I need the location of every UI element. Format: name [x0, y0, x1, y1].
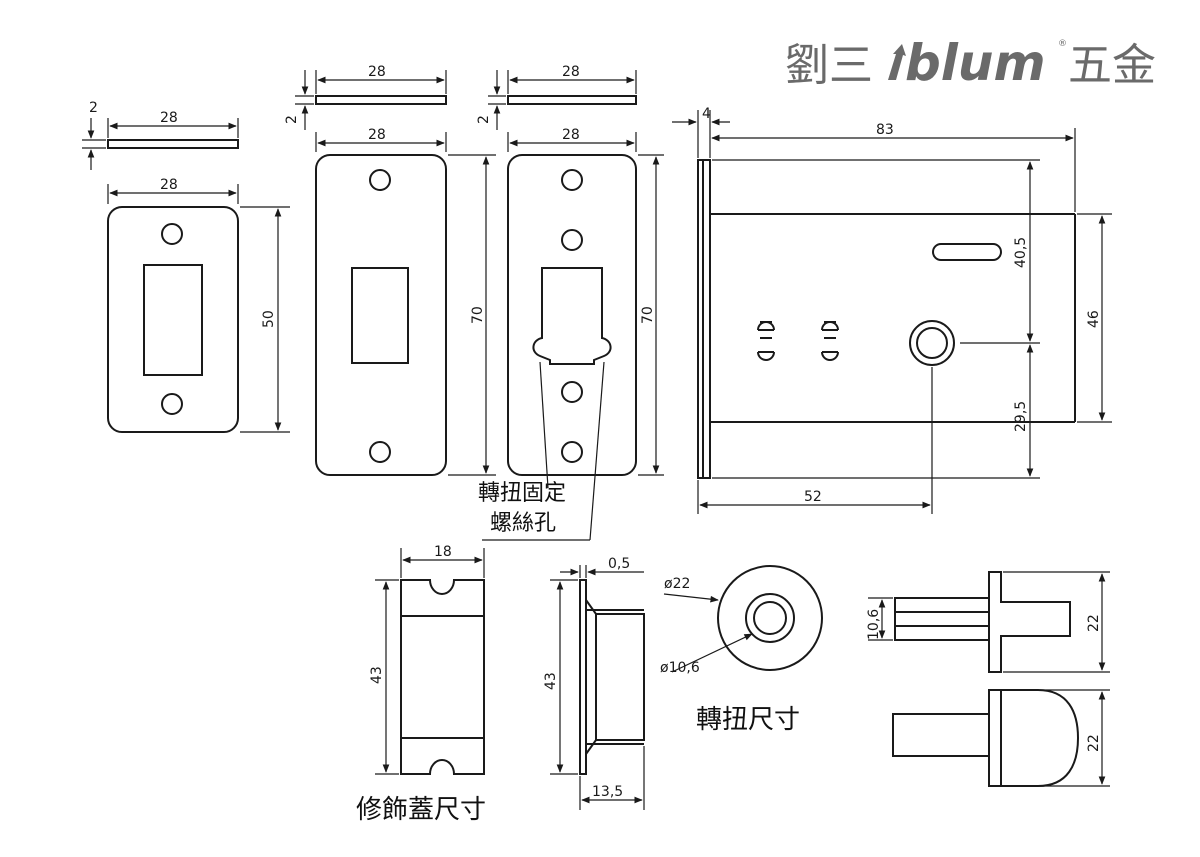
- knob-outer-diameter: ø22: [664, 576, 690, 592]
- plate-right-thickness: 2: [476, 115, 492, 124]
- cover-front: 18 43: [369, 544, 485, 775]
- plate-mid-height: 70: [470, 306, 486, 324]
- brand-logo-text: blum: [905, 34, 1046, 92]
- knob-title: 轉扭尺寸: [696, 705, 800, 735]
- latch-opening: [351, 267, 409, 364]
- rivet-hole: [757, 351, 775, 361]
- plate-right-front: [507, 154, 637, 476]
- knob-side-top: 22 10,6: [866, 571, 1110, 673]
- screw-hole: [561, 169, 583, 191]
- cover-side-flange-dim: 0,5: [608, 556, 630, 572]
- turn-screw-label-line2: 螺絲孔: [490, 511, 556, 536]
- knob-shaft: [894, 597, 990, 641]
- plate-small-edge-view: [107, 139, 239, 149]
- screw-hole: [561, 229, 583, 251]
- knob-shaft-dim: 10,6: [866, 609, 882, 640]
- plate-mid-edge-view: [315, 95, 447, 105]
- cover-front-width: 18: [434, 544, 452, 560]
- knob-front: ø22 ø10,6: [660, 565, 823, 676]
- spindle-hole-inner: [916, 327, 948, 359]
- lock-dim-bottom: 29,5: [1013, 401, 1029, 432]
- rivet-detail: [824, 321, 836, 339]
- plate-mid-width: 28: [368, 127, 386, 143]
- cover-side-flange: [579, 579, 587, 775]
- cover-side: 0,5 43 13,5: [543, 556, 645, 810]
- screw-hole: [369, 441, 391, 463]
- plate-small-thickness: 2: [89, 100, 98, 116]
- cover-side-height: 43: [543, 672, 559, 690]
- screw-hole: [561, 441, 583, 463]
- plate-mid: 28 2 28 70: [284, 64, 496, 476]
- plate-small-width: 28: [160, 177, 178, 193]
- knob-handle-top: [988, 689, 1080, 787]
- plate-mid-edge-width: 28: [368, 64, 386, 80]
- knob-inner-diameter: ø10,6: [660, 660, 700, 676]
- knob-handle-side: [988, 571, 1071, 673]
- lock-dim-plate: 4: [702, 106, 711, 122]
- knob-top-height: 22: [1086, 734, 1102, 752]
- brand-arrow-icon: [888, 44, 906, 80]
- rivet-hole: [821, 351, 839, 361]
- plate-small-edge-width: 28: [160, 110, 178, 126]
- plate-right: 28 2 28 70: [476, 64, 664, 541]
- cover-front-window: [400, 615, 485, 739]
- rivet-hole: [821, 321, 839, 331]
- plate-small: 28 2 28 50: [82, 100, 290, 433]
- cover-front-height: 43: [369, 666, 385, 684]
- rivet-detail: [760, 321, 772, 339]
- lock-dim-top: 40,5: [1013, 237, 1029, 268]
- rivet-hole: [757, 321, 775, 331]
- knob-shaft-bottom: [892, 713, 990, 757]
- screw-hole: [161, 223, 183, 245]
- plate-small-height: 50: [261, 310, 277, 328]
- lock-dim-height: 46: [1086, 310, 1102, 328]
- brand-right-text: 五金: [1068, 40, 1156, 91]
- latch-opening: [143, 264, 203, 376]
- latch-bolt-outline: [532, 267, 612, 365]
- brand-logo: 劉三 blum ® 五金: [785, 34, 1156, 92]
- lock-body: 4 83 40,5 29,5 46 52: [672, 106, 1112, 514]
- lock-dim-backset: 52: [804, 489, 822, 505]
- knob-side-height: 22: [1086, 614, 1102, 632]
- lock-slot: [932, 243, 1002, 261]
- plate-right-edge-view: [507, 95, 637, 105]
- plate-right-height: 70: [640, 306, 656, 324]
- plate-right-edge-width: 28: [562, 64, 580, 80]
- lock-dim-depth: 83: [876, 122, 894, 138]
- brand-registered-mark: ®: [1058, 39, 1067, 49]
- plate-mid-thickness: 2: [284, 115, 300, 124]
- screw-hole: [161, 393, 183, 415]
- cover-side-body: [585, 599, 645, 755]
- turn-screw-label-line1: 轉扭固定: [478, 481, 566, 506]
- brand-left-text: 劉三: [785, 40, 873, 91]
- knob-side-bottom: 22: [892, 689, 1110, 787]
- cover-title: 修飾蓋尺寸: [356, 795, 486, 825]
- plate-right-width: 28: [562, 127, 580, 143]
- screw-hole: [561, 381, 583, 403]
- cover-side-depth: 13,5: [592, 784, 623, 800]
- screw-hole: [369, 169, 391, 191]
